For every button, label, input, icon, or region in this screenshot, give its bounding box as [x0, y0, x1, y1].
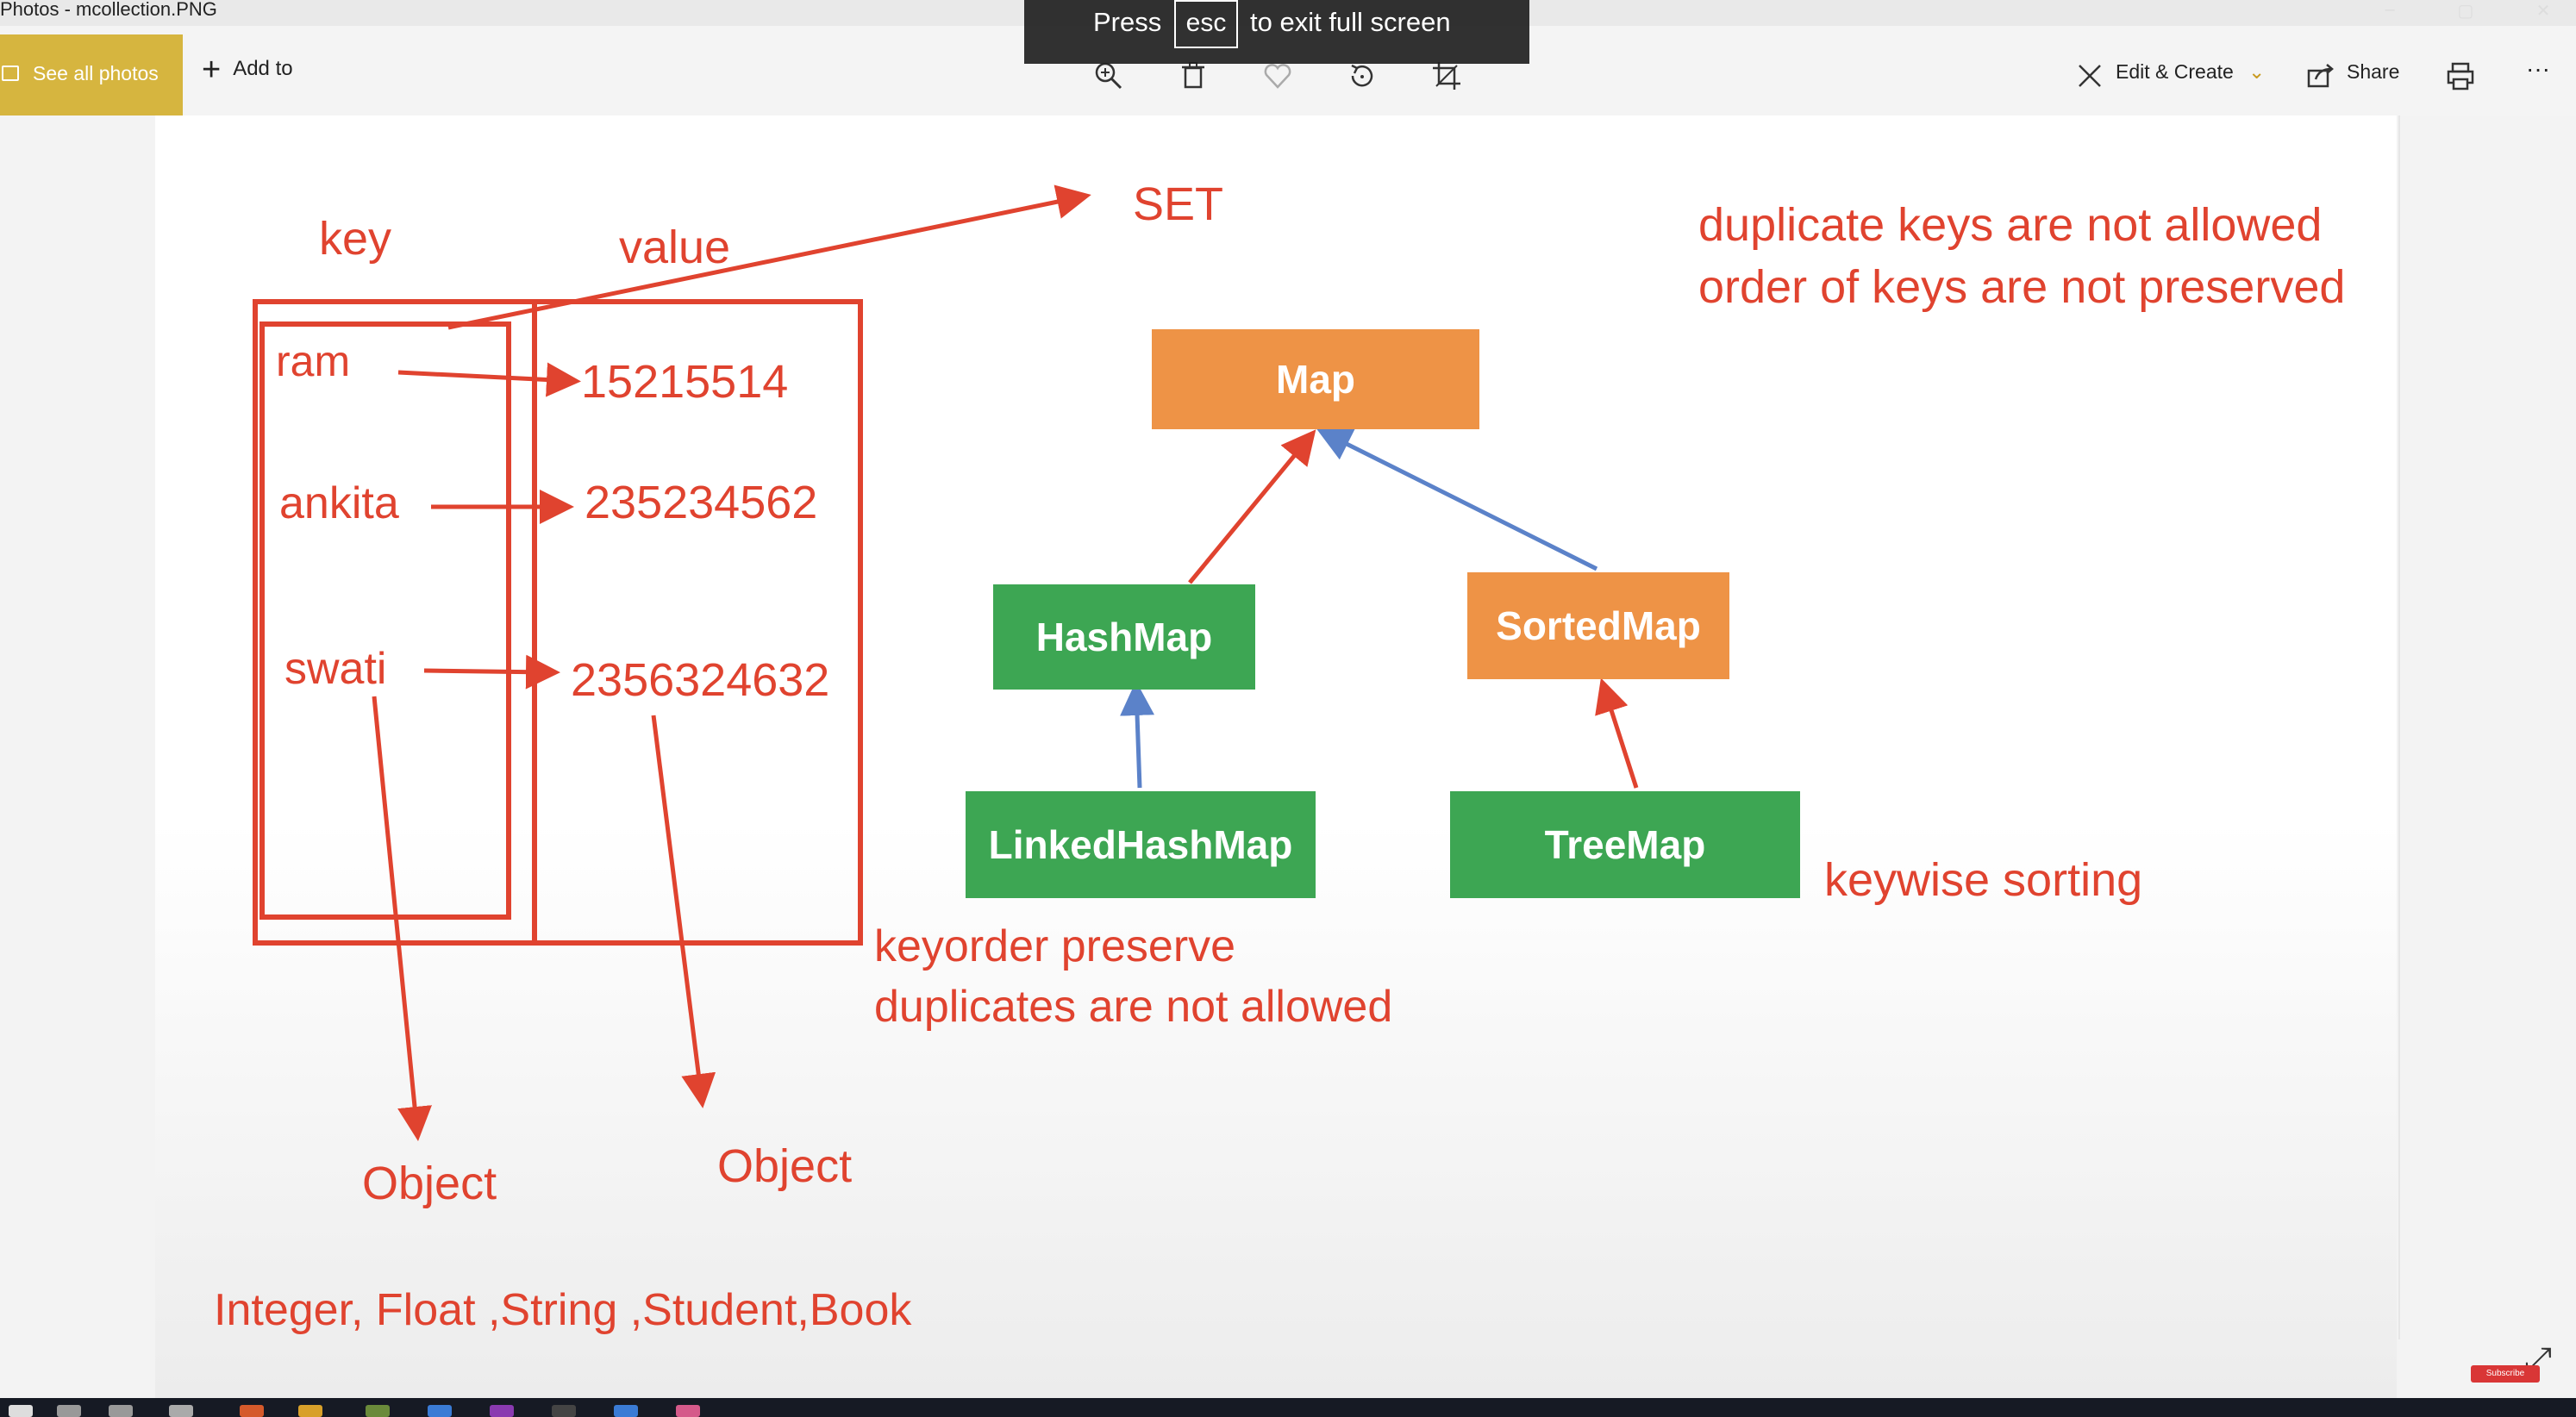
photos-icon [2, 66, 19, 81]
set-arrow [447, 184, 1091, 330]
value-object-arrow [651, 715, 716, 1108]
toast-exit-text: to exit full screen [1250, 7, 1451, 37]
cortana-icon[interactable] [109, 1405, 133, 1417]
taskbar-app-icon[interactable] [676, 1405, 700, 1417]
ram-arrow [397, 362, 581, 397]
key-object-arrow [372, 696, 432, 1141]
value-entry: 15215514 [581, 356, 789, 408]
treemap-to-sortedmap-arrow [1595, 677, 1639, 789]
key-entry: swati [284, 644, 387, 694]
file-explorer-icon[interactable] [298, 1405, 322, 1417]
edit-create-icon [2073, 59, 2107, 93]
taskbar-app-icon[interactable] [614, 1405, 638, 1417]
linkedhashmap-note: duplicates are not allowed [874, 982, 1393, 1032]
key-object-label: Object [362, 1158, 497, 1209]
taskbar [0, 1398, 2576, 1417]
taskbar-app-icon[interactable] [428, 1405, 452, 1417]
share-icon [2304, 59, 2338, 93]
toast-press-text: Press [1093, 7, 1162, 37]
types-note: Integer, Float ,String ,Student,Book [214, 1285, 912, 1335]
edit-create-button[interactable]: Edit & Create [2116, 60, 2234, 83]
chevron-down-icon[interactable]: ⌄ [2248, 60, 2266, 83]
taskbar-app-icon[interactable] [366, 1405, 390, 1417]
search-icon[interactable] [57, 1405, 81, 1417]
crop-icon[interactable] [1429, 59, 1464, 93]
zoom-icon[interactable] [1091, 59, 1126, 93]
map-note: duplicate keys are not allowed [1698, 199, 2323, 251]
print-icon[interactable] [2443, 59, 2478, 93]
taskbar-app-icon[interactable] [490, 1405, 514, 1417]
task-view-icon[interactable] [169, 1405, 193, 1417]
key-heading: key [319, 213, 392, 265]
value-entry: 235234562 [585, 477, 818, 528]
sortedmap-to-map-arrow [1316, 428, 1598, 571]
subscribe-badge[interactable]: Subscribe [2471, 1365, 2540, 1383]
set-label: SET [1133, 178, 1224, 230]
see-all-photos-label: See all photos [33, 62, 159, 84]
see-all-photos-button[interactable]: See all photos [0, 34, 183, 115]
hashmap-box: HashMap [993, 584, 1255, 690]
treemap-note: keywise sorting [1824, 854, 2143, 906]
share-button[interactable]: Share [2347, 60, 2400, 83]
more-options-icon[interactable]: ··· [2526, 55, 2550, 82]
minimize-icon[interactable]: – [2385, 0, 2395, 19]
linkedhashmap-to-hashmap-arrow [1120, 681, 1155, 789]
value-object-label: Object [717, 1140, 853, 1192]
add-to-button[interactable]: + Add to [202, 53, 293, 86]
hashmap-to-map-arrow [1188, 429, 1316, 584]
key-column-box [259, 321, 511, 920]
window-title: Photos - mcollection.PNG [0, 0, 217, 20]
close-icon[interactable]: ✕ [2535, 2, 2551, 21]
value-entry: 2356324632 [571, 654, 830, 706]
map-note: order of keys are not preserved [1698, 261, 2346, 313]
map-outline-box [253, 299, 863, 946]
maximize-icon[interactable]: ▢ [2457, 2, 2474, 21]
esc-key-badge: esc [1174, 0, 1238, 48]
key-entry: ram [276, 337, 351, 385]
fullscreen-toast [1024, 0, 1529, 64]
viewer-divider [2398, 115, 2400, 1339]
swati-arrow [423, 654, 560, 690]
plus-icon: + [202, 52, 222, 88]
value-heading: value [619, 222, 731, 273]
start-icon[interactable] [9, 1405, 33, 1417]
taskbar-app-icon[interactable] [552, 1405, 576, 1417]
treemap-box: TreeMap [1450, 791, 1800, 898]
rotate-icon[interactable] [1345, 59, 1379, 93]
linkedhashmap-box: LinkedHashMap [966, 791, 1316, 898]
linkedhashmap-note: keyorder preserve [874, 921, 1236, 971]
favorite-heart-icon[interactable] [1260, 59, 1295, 93]
sortedmap-box: SortedMap [1467, 572, 1729, 679]
add-to-label: Add to [233, 57, 293, 80]
map-box: Map [1152, 329, 1479, 429]
key-entry: ankita [279, 478, 399, 528]
taskbar-app-icon[interactable] [240, 1405, 264, 1417]
